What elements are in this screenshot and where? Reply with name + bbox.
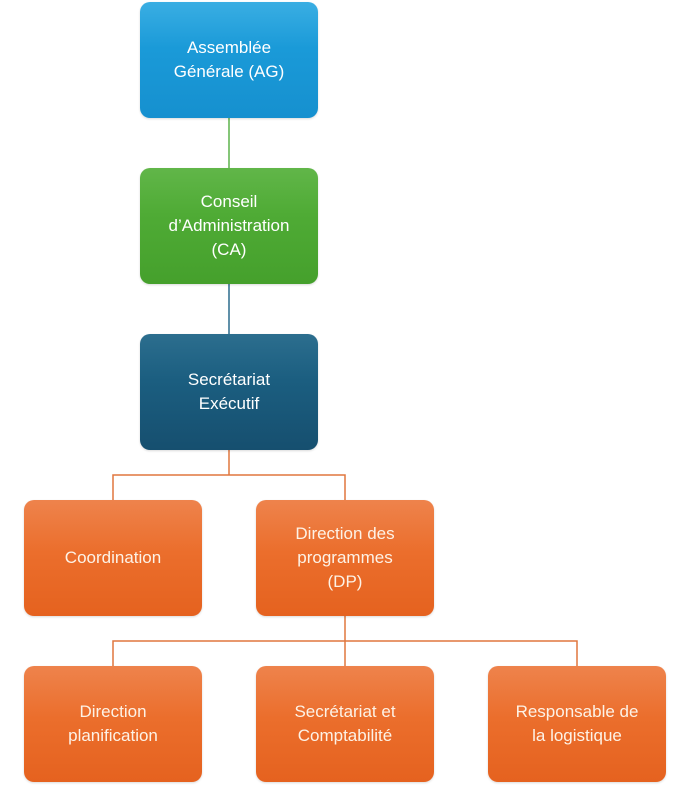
node-label: Assemblée Générale (AG) [173,38,285,81]
node-label: Secrétariat et Comptabilité [294,702,396,745]
node-label: Direction des programmes (DP) [295,524,395,591]
node-secretariat-comptabilite: Secrétariat et Comptabilité [256,666,434,782]
node-label: Secrétariat Exécutif [187,370,271,413]
node-label: Responsable de la logistique [515,702,639,745]
node-direction-planification: Direction planification [24,666,202,782]
node-label: Direction planification [68,702,158,745]
node-label: Conseil d’Administration (CA) [168,192,290,259]
node-responsable-logistique: Responsable de la logistique [488,666,666,782]
node-label: Coordination [64,548,162,567]
node-conseil-administration: Conseil d’Administration (CA) [140,168,318,284]
node-direction-programmes: Direction des programmes (DP) [256,500,434,616]
connector-dp-row [112,640,578,666]
node-assemblee-generale: Assemblée Générale (AG) [140,2,318,118]
node-secretariat-executif: Secrétariat Exécutif [140,334,318,450]
node-coordination: Coordination [24,500,202,616]
connector-se-coordination [112,474,346,500]
